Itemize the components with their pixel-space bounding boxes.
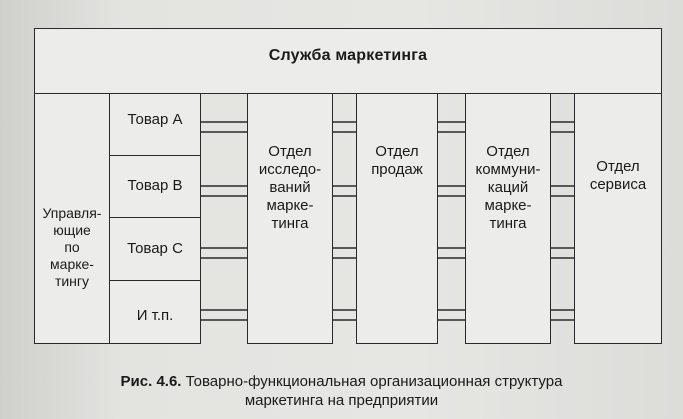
dept-research-box [247, 93, 333, 344]
dept-service-box [574, 93, 662, 344]
marketing-service-label: Служба маркетинга [268, 47, 428, 64]
dept-sales-label: Отдел продаж [371, 143, 423, 178]
product-label-c: Товар С [127, 240, 183, 257]
figure-caption: Рис. 4.6. Товарно-функциональная организ… [0, 372, 683, 410]
product-cell-etc [109, 280, 201, 344]
figure-caption-label: Рис. 4.6. [120, 373, 182, 390]
dept-communications-label: Отдел коммуни- каций марке- тинга [475, 143, 541, 232]
product-label-a: Товар А [127, 111, 183, 128]
managers-label: Управля- ющие по марке- тингу [42, 205, 102, 289]
dept-research-label: Отдел исследо- ваний марке- тинга [258, 143, 322, 232]
dept-service-label: Отдел сервиса [589, 158, 647, 193]
product-label-etc: И т.п. [136, 307, 174, 324]
marketing-service-box [34, 28, 662, 94]
product-label-b: Товар В [127, 177, 183, 194]
dept-sales-box [356, 93, 438, 344]
products-column [109, 93, 201, 344]
dept-communications-box [465, 93, 551, 344]
figure-caption-text: Товарно-функциональная организационная с… [185, 373, 563, 409]
